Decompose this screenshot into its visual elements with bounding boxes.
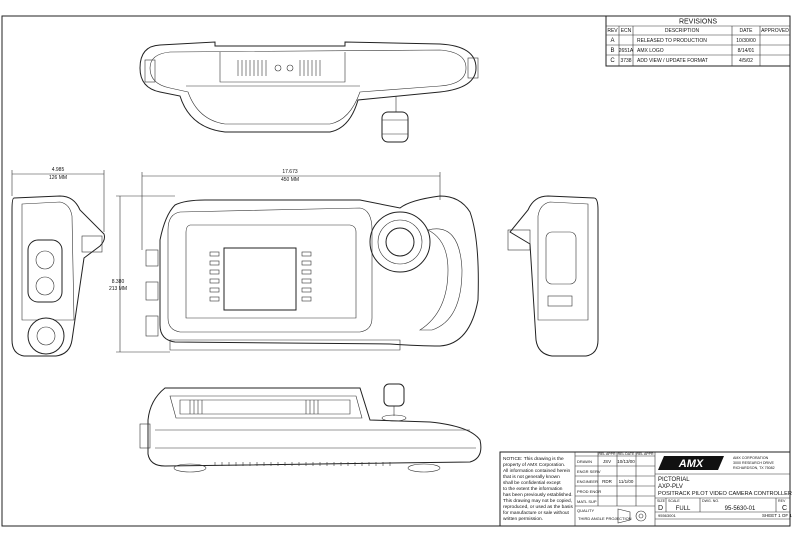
size-value: D xyxy=(658,505,663,512)
part-number: 95563001 xyxy=(658,513,677,518)
sheet-number: SHEET 1 OF 1 xyxy=(762,513,792,518)
rev-row-date: 10/30/00 xyxy=(736,38,756,44)
sig-role: QUALITY xyxy=(577,508,594,513)
width-dimension-mm: 450 MM xyxy=(281,177,299,183)
scale-label: SCALE xyxy=(668,499,680,503)
sig-init: RDR xyxy=(602,479,612,484)
sig-header-rel-date: REL DATE xyxy=(618,452,635,456)
dwg-no-value: 95-5630-01 xyxy=(725,506,756,512)
sig-role: ENGINEER xyxy=(577,479,598,484)
rev-row-rev: C xyxy=(610,58,615,64)
rev-row-desc: ADD VIEW / UPDATE FORMAT xyxy=(637,58,708,64)
left-side-view: 4.985 126 MM xyxy=(11,167,105,357)
depth-dimension-mm: 126 MM xyxy=(49,175,67,181)
drawing-border xyxy=(1,15,791,527)
bottom-view xyxy=(139,383,482,473)
sig-header-rel-appr-2: REL APPR xyxy=(637,452,654,456)
rev-row-date: 8/14/01 xyxy=(738,48,755,54)
rev-row-desc: AMX LOGO xyxy=(637,48,664,54)
notice-line: that is not generally known xyxy=(503,474,560,480)
sig-role: PROD ENGR xyxy=(577,489,601,494)
notice-line: property of AMX Corporation. xyxy=(503,462,565,468)
rev-header-rev: REV xyxy=(607,28,618,34)
depth-dimension-in: 4.985 xyxy=(52,167,65,173)
notice-line: reproduced, or used as the basis xyxy=(503,504,573,510)
notice-line: for manufacture or sale without xyxy=(503,510,570,516)
sig-role: DRAWN xyxy=(577,459,592,464)
notice-line: All information contained herein xyxy=(503,468,571,474)
rev-header-approved: APPROVED xyxy=(761,28,789,34)
notice-line: to the extent the information xyxy=(503,486,563,492)
width-dimension-in: 17.673 xyxy=(282,169,298,175)
drawing-title-line: POSITRACK PILOT VIDEO CAMERA CONTROLLER xyxy=(658,491,792,497)
rev-row-desc: RELEASED TO PRODUCTION xyxy=(637,38,707,44)
sig-date: 11/1/00 xyxy=(619,479,634,484)
title-block: REL APPR REL DATE REL APPR DRAWN JSV 10/… xyxy=(499,451,792,527)
top-view xyxy=(139,41,479,143)
height-dimension-in: 8.380 xyxy=(112,279,125,285)
notice-line: shall be confidential except xyxy=(503,480,561,486)
sig-role: ENGR SERV xyxy=(577,469,601,474)
notice-line: This drawing may not be copied, xyxy=(503,498,572,504)
company-line: 3000 RESEARCH DRIVE xyxy=(733,461,775,465)
scale-value: FULL xyxy=(676,506,691,512)
height-dimension-mm: 213 MM xyxy=(109,286,127,292)
sig-header-rel-appr: REL APPR xyxy=(599,452,616,456)
revisions-title: REVISIONS xyxy=(679,19,717,26)
notice-line: written permission. xyxy=(503,516,543,522)
company-line: AMX CORPORATION xyxy=(733,456,769,460)
rev-row-ecn: 2651A xyxy=(619,48,634,54)
rev-label: REV xyxy=(778,499,786,503)
notice-line: NOTICE: This drawing is the xyxy=(503,456,564,462)
amx-logo: AMX xyxy=(658,456,724,470)
rev-row-rev: A xyxy=(610,38,614,44)
rev-row-rev: B xyxy=(610,48,614,54)
notice-line: has been previously established. xyxy=(503,492,573,498)
third-angle-projection-symbol xyxy=(617,508,647,524)
rev-row-ecn: 3738 xyxy=(620,58,631,64)
drawing-title-line: PICTORIAL xyxy=(658,477,690,483)
sig-date: 10/13/00 xyxy=(617,459,635,464)
rev-value: C xyxy=(782,505,787,512)
revision-table: REVISIONS REV ECN DESCRIPTION DATE APPRO… xyxy=(605,15,791,67)
rev-header-ecn: ECN xyxy=(621,28,632,34)
front-view: 17.673 450 MM 8.380 213 MM xyxy=(109,169,479,353)
dwg-no-label: DWG. NO. xyxy=(702,499,719,503)
right-side-view xyxy=(507,195,599,357)
rev-header-date: DATE xyxy=(740,28,754,34)
company-line: RICHARDSON, TX 75082 xyxy=(733,466,775,470)
drawing-title-line: AXP-PLV xyxy=(658,484,683,490)
projection-label: THIRD ANGLE PROJECTION xyxy=(578,516,632,521)
size-label: SIZE xyxy=(657,499,666,503)
rev-row-date: 4/5/02 xyxy=(739,58,753,64)
amx-logo-text: AMX xyxy=(678,458,704,470)
sig-role: MATL SUP xyxy=(577,499,597,504)
sig-init: JSV xyxy=(603,459,611,464)
rev-header-description: DESCRIPTION xyxy=(665,28,700,34)
